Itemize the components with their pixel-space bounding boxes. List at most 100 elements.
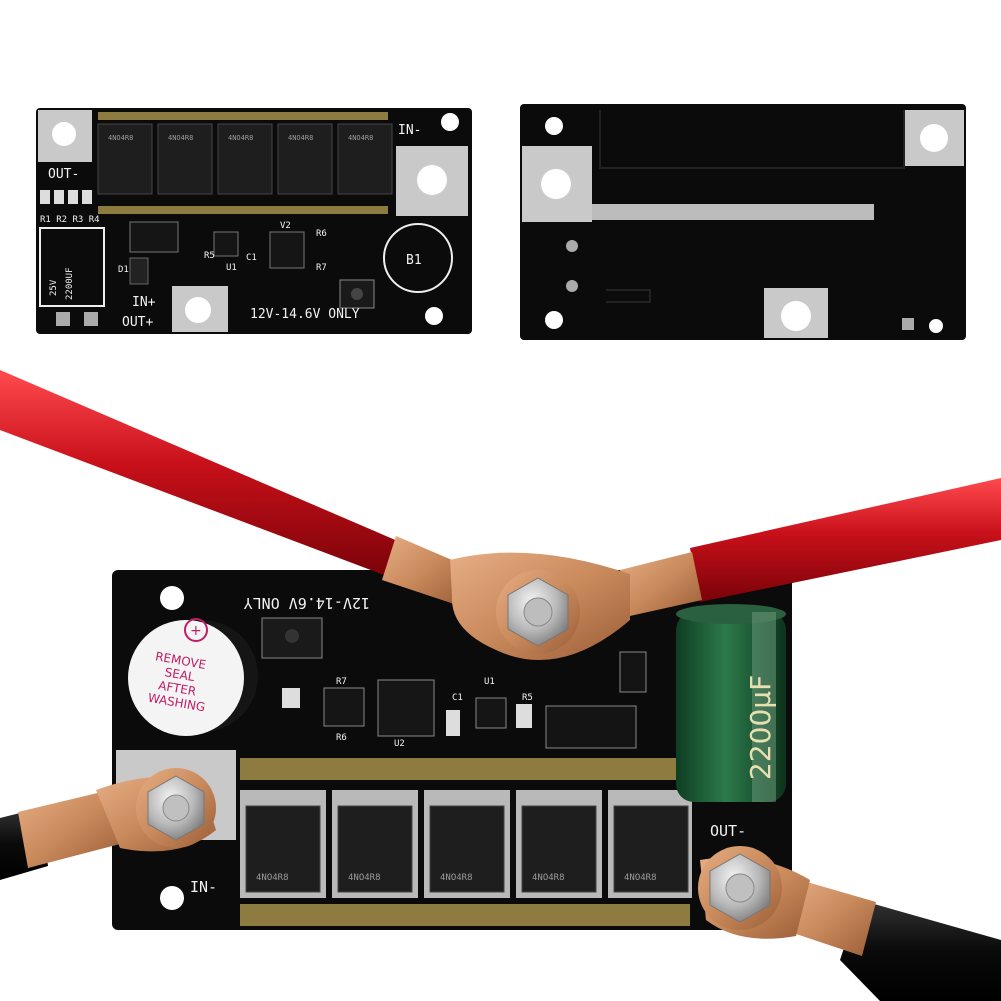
resistor <box>82 190 92 204</box>
resistor <box>40 190 50 204</box>
mounting-hole <box>545 311 563 329</box>
mounting-hole <box>781 301 811 331</box>
mosfet-label: 4NO4R8 <box>288 134 313 142</box>
pcb-back <box>520 104 966 340</box>
ic-u1 <box>475 697 507 729</box>
bottom-board: 4NO4R8 4NO4R8 4NO4R8 4NO4R8 4NO4R8 OUT- … <box>112 570 792 930</box>
ic-u2 <box>377 679 435 737</box>
button-cap <box>285 629 299 643</box>
sticker-line: SEAL <box>164 665 196 684</box>
pad <box>902 318 914 330</box>
ic-u1 <box>213 231 239 257</box>
plus-icon: + <box>190 623 202 639</box>
mounting-hole <box>185 297 211 323</box>
mosfet-label: 4NO4R8 <box>348 873 381 883</box>
mounting-hole <box>541 169 571 199</box>
capacitor-c1 <box>446 710 460 736</box>
r5-label: R5 <box>204 251 215 261</box>
mosfet-label: 4NO4R8 <box>532 873 565 883</box>
black-wires <box>0 768 1001 1001</box>
copper-sleeve <box>620 552 702 616</box>
mosfet-row-bottom: 4NO4R8 4NO4R8 4NO4R8 4NO4R8 4NO4R8 <box>240 790 692 898</box>
mounting-hole <box>160 886 184 910</box>
resistor-pair <box>323 687 365 727</box>
mounting-hole <box>545 117 563 135</box>
mounting-hole <box>929 319 943 333</box>
r6-label: R6 <box>336 733 347 743</box>
red-wires <box>0 370 1001 660</box>
sticker-line: AFTER <box>157 678 197 698</box>
in-minus-label: IN- <box>190 878 217 896</box>
red-wire-left <box>0 370 400 578</box>
top-left-board: 4NO4R8 4NO4R8 4NO4R8 4NO4R8 4NO4R8 OUT- … <box>36 108 472 334</box>
back-busbar <box>592 204 874 220</box>
mosfet-label: 4NO4R8 <box>624 873 657 883</box>
out-minus-label: OUT- <box>710 822 746 840</box>
c1-label: C1 <box>452 693 463 703</box>
c1-label: C1 <box>246 253 257 263</box>
trace <box>599 110 905 169</box>
plus-circle-icon <box>184 618 208 642</box>
button-cap <box>351 288 363 300</box>
via <box>566 240 578 252</box>
via <box>566 280 578 292</box>
out-plus-label: OUT+ <box>122 315 153 330</box>
resistor <box>54 190 64 204</box>
mosfet-label: 4NO4R8 <box>228 134 253 142</box>
mosfet-label: 4NO4R8 <box>108 134 133 142</box>
mosfet-label: 4NO4R8 <box>256 873 289 883</box>
warning-sticker <box>128 620 244 736</box>
mosfet-label: 4NO4R8 <box>348 134 373 142</box>
trace <box>606 289 651 303</box>
capacitor-stripe <box>752 612 776 802</box>
copper-sleeve <box>18 790 120 868</box>
pad <box>84 312 98 326</box>
capacitor-outline <box>39 227 105 307</box>
ic-u2 <box>269 231 305 269</box>
r7-label: R7 <box>316 263 327 273</box>
ic-chip <box>545 705 637 749</box>
mosfet <box>277 123 333 195</box>
u2-label: V2 <box>280 221 291 231</box>
top-right-board <box>520 104 966 340</box>
pad <box>56 312 70 326</box>
copper-sleeve <box>382 536 466 604</box>
voltage-note: 12V-14.6V ONLY <box>250 307 360 322</box>
out-minus-label: OUT- <box>48 167 79 182</box>
in-minus-label: IN- <box>398 123 421 138</box>
r5-label: R5 <box>522 693 533 703</box>
mosfet <box>217 123 273 195</box>
bolt-end <box>162 794 190 822</box>
ic-chip <box>129 221 179 253</box>
battery-holder <box>383 223 453 293</box>
mounting-hole <box>52 122 76 146</box>
voltage-note: 12V-14.6V ONLY <box>244 594 370 612</box>
red-wire-right <box>690 478 1001 602</box>
r7-label: R7 <box>336 677 347 687</box>
copper-busbar <box>240 904 690 926</box>
black-wire-right <box>840 900 1001 1001</box>
r6-label: R6 <box>316 229 327 239</box>
mounting-hole <box>920 124 948 152</box>
capacitor-value: 2200μF <box>744 675 777 780</box>
mosfet <box>337 123 393 195</box>
capacitor-value: 2200UF <box>65 267 75 300</box>
mounting-hole <box>417 165 447 195</box>
u2-label: U2 <box>394 739 405 749</box>
in-plus-label: IN+ <box>132 295 156 310</box>
mosfet-body <box>337 805 413 893</box>
copper-sleeve <box>784 880 876 956</box>
copper-busbar <box>98 206 388 214</box>
mounting-hole <box>160 586 184 610</box>
u1-label: U1 <box>226 263 237 273</box>
u1-label: U1 <box>484 677 495 687</box>
mosfet-row-top: 4NO4R8 4NO4R8 4NO4R8 4NO4R8 4NO4R8 <box>97 123 393 195</box>
copper-busbar <box>240 758 680 780</box>
mosfet-label: 4NO4R8 <box>440 873 473 883</box>
bolt-end <box>523 597 553 627</box>
bolt-end <box>725 873 755 903</box>
electrolytic-capacitor: 2200μF <box>676 604 786 802</box>
battery-label: B1 <box>406 253 422 268</box>
diode <box>129 257 149 285</box>
mosfet-label: 4NO4R8 <box>168 134 193 142</box>
